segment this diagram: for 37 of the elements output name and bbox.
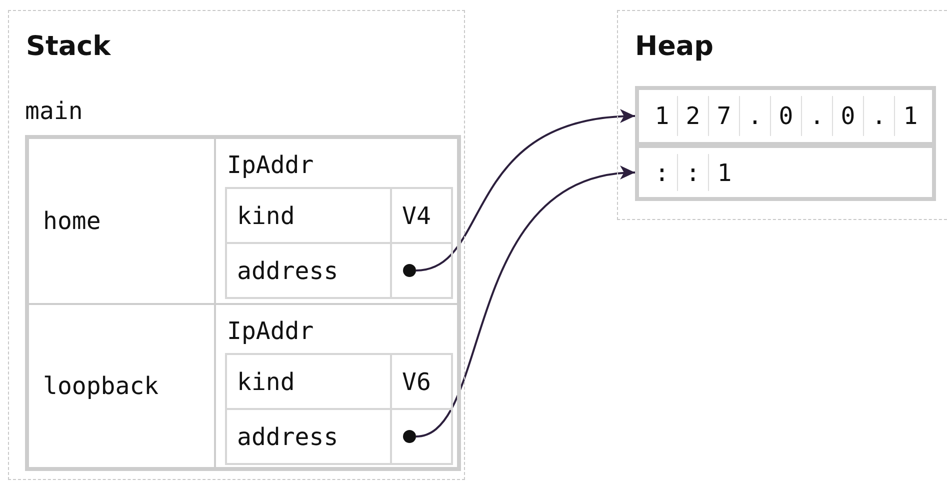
- struct-cell: [214, 303, 459, 469]
- heap-row: [635, 86, 936, 146]
- variable-name: loopback: [43, 372, 159, 400]
- pointer-arrow: [416, 110, 636, 272]
- pointer-arrow: [416, 168, 636, 438]
- region-title: Stack: [26, 31, 111, 62]
- field-name-cell: address: [226, 243, 391, 298]
- field-name-cell: address: [226, 409, 391, 464]
- frame-name: main: [25, 97, 83, 125]
- char-cell: :: [647, 154, 678, 191]
- char-cell: 0: [771, 96, 802, 136]
- char-cell: .: [740, 96, 771, 136]
- char-cell: 1: [647, 96, 678, 136]
- char-cell-text: 1: [716, 158, 733, 188]
- memory-region-panel: [617, 10, 947, 220]
- char-cell-text: 1: [902, 101, 919, 132]
- pointer-dot: [403, 264, 416, 277]
- pointer-dot: [403, 430, 416, 443]
- char-cell: 2: [678, 96, 709, 136]
- heap-row: [635, 144, 936, 201]
- field-name-cell: kind: [226, 354, 391, 409]
- struct-cell: [214, 137, 459, 305]
- variable-name: home: [43, 207, 101, 235]
- char-cell: .: [864, 96, 895, 136]
- variable-cell: [27, 137, 216, 305]
- type-name: IpAddr: [227, 151, 314, 179]
- memory-region-panel: [8, 10, 465, 480]
- field-name-cell: kind: [226, 188, 391, 243]
- field-value-cell: V4: [391, 188, 452, 243]
- field-value-cell: V6: [391, 354, 452, 409]
- type-name: IpAddr: [227, 317, 314, 345]
- region-title: Heap: [635, 31, 714, 62]
- variable-cell: [27, 303, 216, 469]
- char-cell: 0: [833, 96, 864, 136]
- char-cell: .: [802, 96, 833, 136]
- char-cell: :: [678, 154, 709, 191]
- char-cell: 7: [709, 96, 740, 136]
